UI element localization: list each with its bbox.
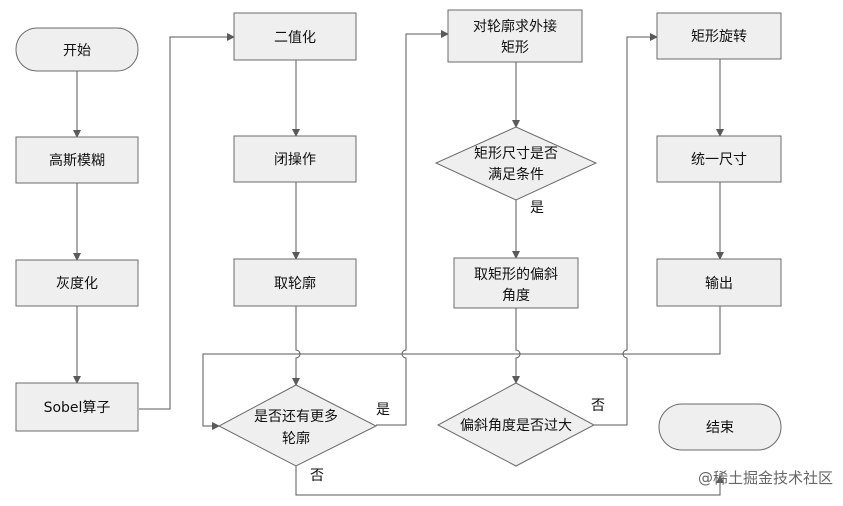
edge-more-no (295, 466, 724, 496)
rotate-node: 矩形旋转 (656, 12, 782, 60)
watermark: @稀土掘金技术社区 (698, 469, 833, 487)
size-check-label-line1: 矩形尺寸是否 (474, 146, 558, 162)
edge-contour-more (292, 306, 301, 386)
binarize-label: 二值化 (274, 30, 316, 46)
too-skewed-decision: 偏斜角度是否过大 (436, 382, 596, 467)
rotate-label: 矩形旋转 (691, 29, 747, 45)
end-label: 结束 (706, 420, 734, 436)
more-no-label: 否 (310, 468, 324, 484)
bounding-rect-label-line1: 对轮廓求外接 (473, 18, 557, 35)
edge-output-loop (202, 306, 721, 430)
more-contours-label-line1: 是否还有更多 (254, 408, 338, 425)
blur-node: 高斯模糊 (15, 136, 139, 184)
size-check-decision: 矩形尺寸是否 满足条件 (434, 126, 598, 201)
edge-more-yes (376, 30, 449, 426)
edge-tooskew-no (594, 33, 658, 426)
normalize-label: 统一尺寸 (691, 152, 747, 168)
more-contours-decision: 是否还有更多 轮廓 (217, 384, 378, 467)
binarize-node: 二值化 (233, 12, 357, 61)
edge-skew-tooskew (512, 308, 521, 384)
edge-sobel-binarize (139, 33, 235, 410)
start-node: 开始 (15, 27, 139, 72)
skew-no-label: 否 (591, 398, 605, 414)
blur-label: 高斯模糊 (49, 152, 105, 169)
skew-angle-node: 取矩形的偏斜 角度 (453, 257, 579, 309)
skew-angle-label-line1: 取矩形的偏斜 (474, 267, 558, 283)
edges (73, 30, 724, 496)
more-yes-label: 是 (376, 402, 390, 418)
normalize-node: 统一尺寸 (656, 135, 782, 183)
close-node: 闭操作 (233, 135, 357, 183)
start-label: 开始 (63, 43, 91, 59)
contour-label: 取轮廓 (274, 275, 316, 292)
gray-node: 灰度化 (15, 259, 139, 307)
skew-angle-label-line2: 角度 (502, 288, 530, 304)
sobel-node: Sobel算子 (15, 382, 139, 432)
bounding-rect-label-line2: 矩形 (501, 40, 529, 56)
sobel-label: Sobel算子 (44, 400, 111, 416)
end-node: 结束 (658, 403, 782, 451)
too-skewed-label: 偏斜角度是否过大 (460, 418, 572, 434)
contour-node: 取轮廓 (233, 258, 357, 307)
output-node: 输出 (656, 258, 782, 307)
close-label: 闭操作 (274, 152, 316, 168)
bounding-rect-node: 对轮廓求外接 矩形 (447, 9, 583, 63)
size-check-label-line2: 满足条件 (488, 166, 544, 183)
size-yes-label: 是 (530, 200, 544, 216)
gray-label: 灰度化 (56, 276, 98, 292)
output-label: 输出 (705, 276, 733, 292)
more-contours-label-line2: 轮廓 (282, 430, 310, 447)
